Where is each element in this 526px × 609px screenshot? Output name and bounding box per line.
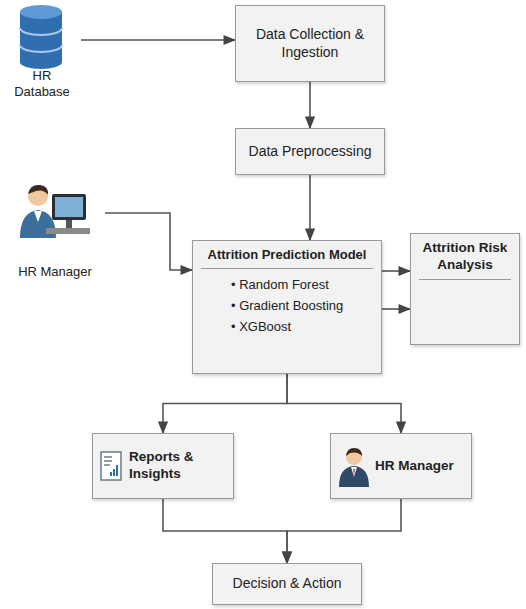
connector: [382, 308, 410, 310]
connector: [81, 39, 235, 41]
person-computer-icon: [16, 182, 90, 246]
analysis-box: Attrition Risk Analysis: [410, 233, 520, 345]
node-label: HR Manager: [375, 458, 463, 475]
node-label: Decision & Action: [221, 575, 353, 593]
report-icon: [100, 451, 122, 481]
process-box: Data Collection & Ingestion: [235, 5, 385, 82]
node-label: Data Collection & Ingestion: [244, 26, 376, 61]
connector: [163, 374, 287, 433]
list-item: • Random Forest: [201, 275, 373, 296]
node-label: Attrition Risk Analysis: [419, 240, 511, 280]
connector: [309, 175, 311, 240]
connector: [382, 270, 410, 272]
list-item: • Gradient Boosting: [201, 296, 373, 317]
connector: [287, 499, 401, 563]
node-label: Attrition Prediction Model: [201, 247, 373, 269]
manager-box: HR Manager: [330, 433, 472, 499]
database-icon: [18, 4, 64, 70]
connector: [163, 499, 287, 563]
node-label: HR Database: [3, 68, 81, 101]
connector: [309, 82, 311, 128]
node-label: Reports & Insights: [129, 449, 225, 483]
model-box: Attrition Prediction Model • Random Fores…: [192, 240, 382, 374]
connector: [105, 213, 192, 270]
process-box: Data Preprocessing: [235, 128, 385, 175]
process-box: Decision & Action: [212, 563, 362, 605]
connector: [287, 374, 401, 433]
manager-icon: [338, 447, 370, 487]
list-item: • XGBoost: [201, 317, 373, 338]
node-label: HR Manager: [18, 264, 92, 280]
node-label: Data Preprocessing: [244, 143, 376, 161]
